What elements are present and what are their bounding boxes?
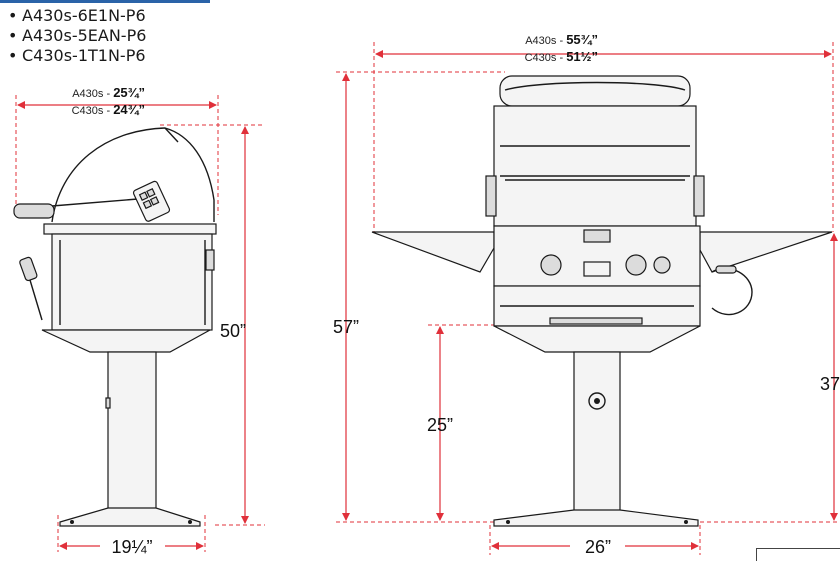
front-width-label-c: C430s - 51½” [525,49,598,64]
side-height-label: 50” [220,321,246,341]
front-view: A430s - 55¾” C430s - 51½” 57” 25” 37 26” [333,32,840,557]
model-item: A430s-6E1N-P6 [8,6,146,26]
model-list: A430s-6E1N-P6 A430s-5EAN-P6 C430s-1T1N-P… [8,6,146,66]
side-width-label-a: A430s - 25¾” [72,85,145,100]
front-total-height-label: 57” [333,317,359,337]
corner-box [756,548,840,561]
side-view: A430s - 25¾” C430s - 24¾” 50” 19¼” [13,85,265,557]
front-shelf-height-label: 37 [820,374,840,394]
model-item: A430s-5EAN-P6 [8,26,146,46]
front-base-label: 26” [585,537,611,557]
front-post-height-label: 25” [427,415,453,435]
accent-bar [0,0,210,3]
side-width-label-c: C430s - 24¾” [72,102,145,117]
side-grill-drawing [13,127,217,527]
front-width-label-a: A430s - 55¾” [525,32,598,47]
front-grill-drawing [371,75,833,527]
side-base-label: 19¼” [111,537,152,557]
model-item: C430s-1T1N-P6 [8,46,146,66]
